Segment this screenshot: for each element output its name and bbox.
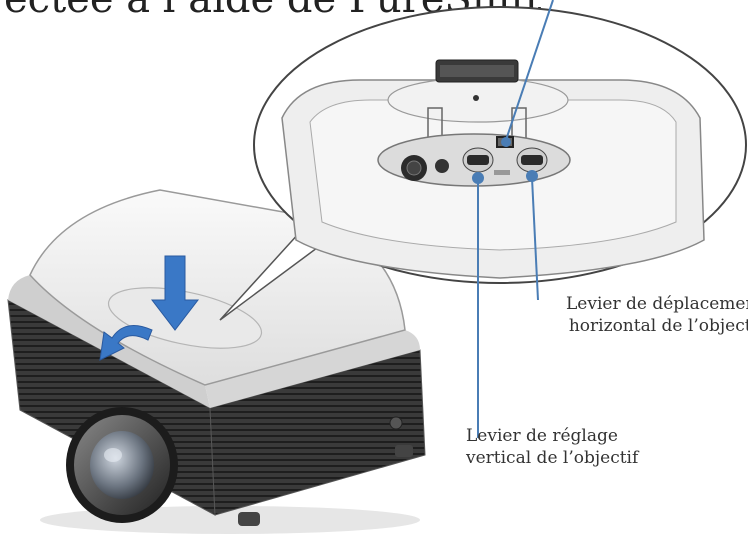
callout-lines bbox=[472, 0, 554, 438]
zoom-bubble bbox=[253, 6, 747, 284]
vertical-lever-label: Levier de réglage vertical de l’objectif bbox=[466, 425, 638, 469]
horizontal-lever-label-line2: horizontal de l’objectif bbox=[568, 316, 748, 336]
press-down-arrow-icon bbox=[150, 255, 200, 331]
rotate-arrow-icon bbox=[99, 325, 153, 361]
horizontal-lever-label-line1: Levier de déplacement bbox=[566, 294, 748, 314]
vertical-lever-label-line1: Levier de réglage bbox=[466, 426, 618, 446]
vertical-lever-label-line2: vertical de l’objectif bbox=[466, 448, 639, 468]
horizontal-lever-label: Levier de déplacement horizontal de l’ob… bbox=[566, 293, 748, 337]
